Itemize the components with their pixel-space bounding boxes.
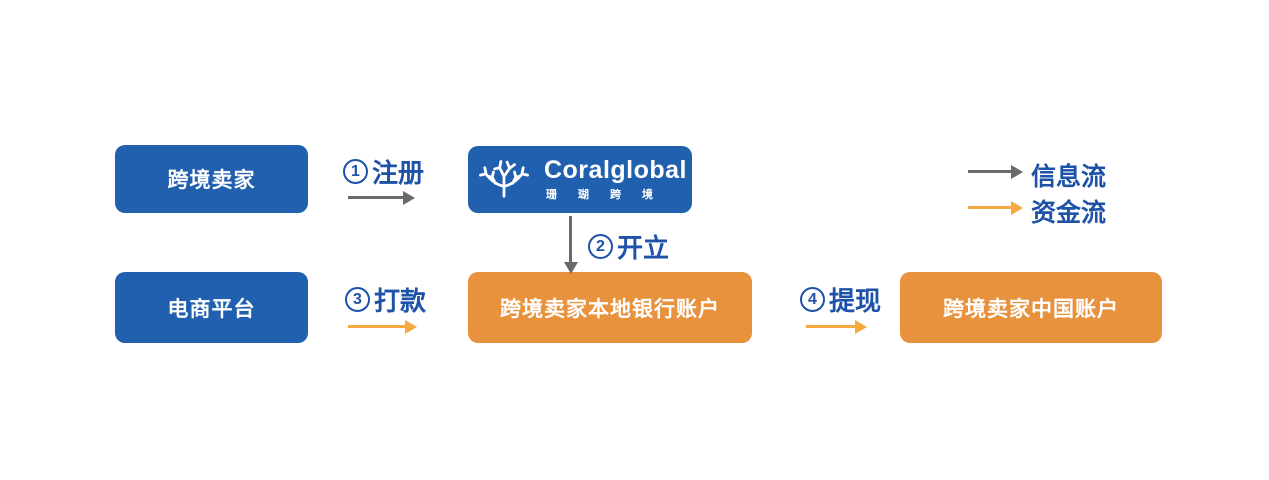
step-withdraw-text: 提现 — [829, 286, 882, 316]
step-register-label: 1 注册 — [343, 153, 424, 190]
node-china-account: 跨境卖家中国账户 — [900, 272, 1162, 343]
node-local-bank-account-label: 跨境卖家本地银行账户 — [500, 297, 720, 321]
step-register-number: 1 — [343, 159, 368, 184]
step-open-number: 2 — [588, 234, 613, 259]
step-open-label: 2 开立 — [588, 228, 669, 265]
node-china-account-label: 跨境卖家中国账户 — [943, 297, 1119, 321]
payout-arrow-icon — [348, 319, 417, 334]
step-withdraw-number: 4 — [800, 287, 825, 312]
brand-name-cn: 珊瑚跨境 — [545, 189, 674, 202]
legend-fund-flow-label: 资金流 — [1031, 199, 1107, 227]
step-open-text: 开立 — [617, 233, 670, 263]
brand-name: Coralglobal — [543, 155, 687, 184]
open-account-arrow-icon — [563, 216, 578, 274]
node-cross-border-seller: 跨境卖家 — [115, 145, 308, 213]
legend-info-flow-arrow-icon — [968, 164, 1023, 179]
brand-text: Coralglobal 珊瑚跨境 — [544, 157, 687, 202]
step-payout-number: 3 — [345, 287, 370, 312]
node-ecommerce-platform-label: 电商平台 — [167, 297, 256, 321]
register-arrow-icon — [348, 190, 415, 205]
node-coralglobal: Coralglobal 珊瑚跨境 — [468, 146, 692, 213]
legend-fund-flow-arrow-icon — [968, 200, 1023, 215]
step-payout-label: 3 打款 — [345, 281, 426, 318]
node-local-bank-account: 跨境卖家本地银行账户 — [468, 272, 752, 343]
step-withdraw-label: 4 提现 — [800, 281, 881, 318]
step-register-text: 注册 — [372, 158, 425, 188]
withdraw-arrow-icon — [806, 319, 867, 334]
legend-info-flow-label: 信息流 — [1031, 163, 1107, 191]
node-ecommerce-platform: 电商平台 — [115, 272, 308, 343]
step-payout-text: 打款 — [374, 286, 427, 316]
coral-icon — [473, 154, 535, 206]
node-cross-border-seller-label: 跨境卖家 — [167, 169, 256, 192]
